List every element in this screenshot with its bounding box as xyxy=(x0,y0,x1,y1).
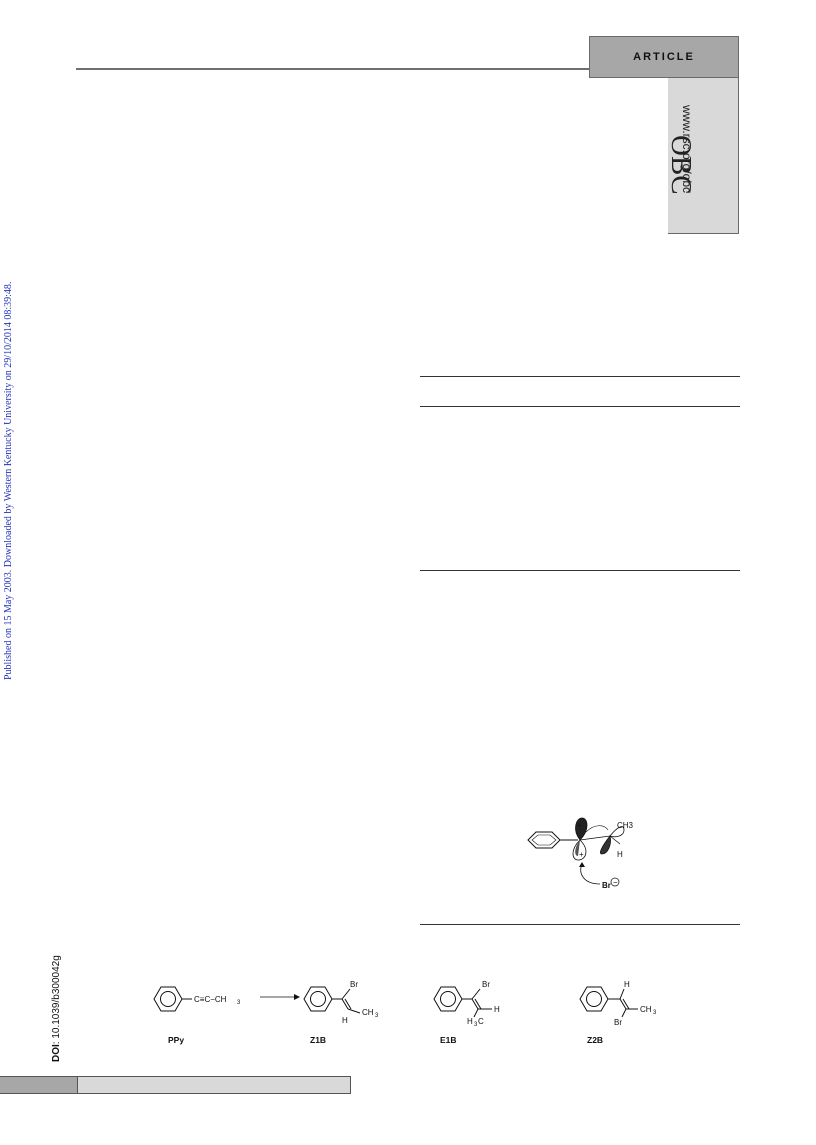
bromide-label: Br xyxy=(602,881,611,890)
journal-box xyxy=(668,78,739,234)
table-header-rule xyxy=(420,406,740,407)
e1b-left-sub: 3 xyxy=(474,1022,478,1028)
adjacent-orbital xyxy=(579,825,625,855)
reaction-arrow xyxy=(260,994,300,1000)
compound-z2b xyxy=(579,986,638,1018)
e1b-right: H xyxy=(494,1005,500,1014)
compound-e1b xyxy=(433,986,492,1018)
table-top-rule xyxy=(420,376,740,377)
plus-bottom-label: + xyxy=(579,850,584,859)
z1b-right: CH xyxy=(362,1008,374,1017)
p-orbital xyxy=(572,817,588,861)
orbital-figure: + + CH3 H Br − xyxy=(527,817,634,890)
header-rule xyxy=(76,68,590,70)
compound-z1b xyxy=(303,986,361,1014)
figure-bottom-rule xyxy=(420,924,740,925)
phenyl-ring xyxy=(527,831,578,849)
z2b-right: CH xyxy=(640,1005,652,1014)
z1b-top: Br xyxy=(350,980,358,989)
e1b-top: Br xyxy=(482,980,490,989)
journal-url[interactable]: www.rsc.org/obc xyxy=(680,105,694,194)
charge-circle xyxy=(610,877,620,887)
doi-label: DOI xyxy=(51,1044,62,1062)
ch3-label: CH3 xyxy=(617,821,634,830)
doi-value: : 10.1039/b300042g xyxy=(51,955,62,1045)
compound-label-e1b: E1B xyxy=(440,1035,457,1045)
compound-label-ppy: PPy xyxy=(168,1035,184,1045)
z2b-sub: 3 xyxy=(653,1010,657,1016)
published-note[interactable]: Published on 15 May 2003. Downloaded by … xyxy=(3,281,14,680)
e1b-left-c: C xyxy=(478,1017,484,1026)
compound-label-z2b: Z2B xyxy=(587,1035,603,1045)
ppy-sub: 3 xyxy=(237,1000,241,1006)
footer-bar-left xyxy=(0,1076,77,1094)
compound-label-z1b: Z1B xyxy=(310,1035,326,1045)
z2b-top: H xyxy=(624,980,630,989)
e1b-left-h: H xyxy=(467,1017,473,1026)
ppy-substituent: C≡C−CH xyxy=(194,995,227,1004)
reaction-scheme: C≡C−CH 3 PPy Br H CH 3 Z1B Br H 3 C H E1… xyxy=(153,980,657,1045)
doi-note: DOI: 10.1039/b300042g xyxy=(51,955,62,1062)
footer-bar-right xyxy=(77,1076,351,1094)
section-tab: ARTICLE xyxy=(589,36,739,78)
h-label: H xyxy=(617,850,623,859)
charge-label: − xyxy=(613,878,618,887)
arrow-head xyxy=(579,862,585,867)
plus-top-label: + xyxy=(577,821,582,830)
z1b-sub: 3 xyxy=(375,1013,379,1019)
compound-ppy xyxy=(153,986,192,1012)
table-bottom-rule xyxy=(420,570,740,571)
z2b-left: Br xyxy=(614,1018,622,1027)
z1b-left: H xyxy=(342,1016,348,1025)
